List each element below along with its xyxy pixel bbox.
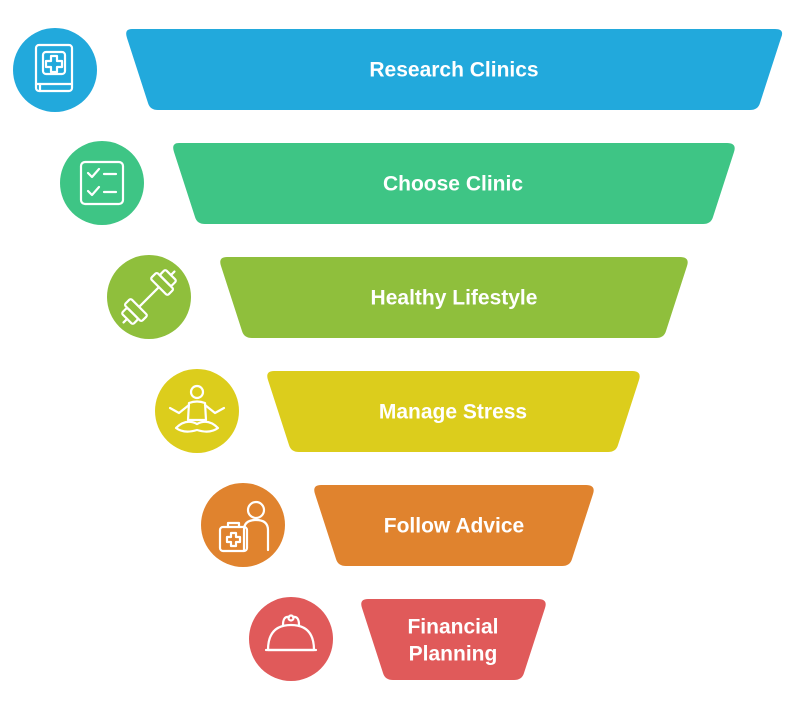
funnel-band-4 bbox=[267, 371, 640, 452]
meditation-icon bbox=[155, 369, 239, 453]
funnel-step-financial-planning: Financial Planning bbox=[249, 597, 546, 681]
funnel-step-follow-advice: Follow Advice bbox=[201, 483, 594, 567]
funnel-band-5 bbox=[314, 485, 594, 566]
funnel-band-2 bbox=[173, 143, 735, 224]
funnel-band-6 bbox=[361, 599, 546, 680]
step-label: Manage Stress bbox=[379, 401, 527, 424]
step-label: Research Clinics bbox=[369, 59, 538, 82]
step-label: Follow Advice bbox=[384, 515, 524, 538]
funnel-step-research-clinics: Research Clinics bbox=[13, 28, 783, 112]
dumbbell-icon bbox=[107, 255, 191, 339]
funnel-step-healthy-lifestyle: Healthy Lifestyle bbox=[107, 255, 688, 339]
funnel-band-3 bbox=[220, 257, 688, 338]
step-label-line-2: Planning bbox=[409, 643, 498, 666]
checklist-icon bbox=[60, 141, 144, 225]
step-label: Choose Clinic bbox=[383, 173, 523, 196]
funnel-step-manage-stress: Manage Stress bbox=[155, 369, 640, 453]
purse-icon bbox=[249, 597, 333, 681]
doctor-kit-icon bbox=[201, 483, 285, 567]
funnel-band-1 bbox=[126, 29, 783, 110]
funnel-step-choose-clinic: Choose Clinic bbox=[60, 141, 735, 225]
medical-book-icon bbox=[13, 28, 97, 112]
step-label: Healthy Lifestyle bbox=[371, 287, 538, 310]
step-label-line-1: Financial bbox=[407, 616, 498, 639]
